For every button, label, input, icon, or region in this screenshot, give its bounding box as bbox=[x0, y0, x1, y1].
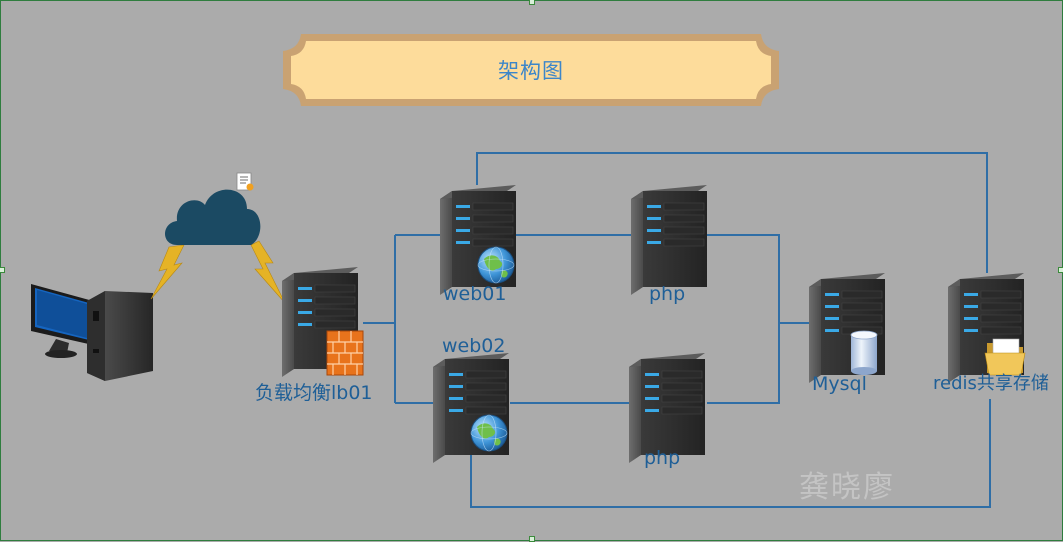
lightning-icon bbox=[150, 240, 286, 304]
selection-handle-top[interactable] bbox=[529, 0, 535, 5]
diagram-title: 架构图 bbox=[498, 59, 564, 83]
computer-icon bbox=[31, 284, 153, 381]
watermark: 龚晓廖 bbox=[799, 470, 895, 505]
label-redis: redis共享存储 bbox=[933, 373, 1049, 394]
selection-handle-left[interactable] bbox=[0, 267, 5, 273]
firewall-icon bbox=[326, 330, 364, 376]
server-icon-php-top bbox=[630, 184, 708, 296]
document-icon bbox=[236, 172, 254, 191]
connector-lines bbox=[363, 152, 991, 508]
label-php-top: php bbox=[649, 283, 686, 305]
label-load-balancer: 负载均衡lb01 bbox=[255, 382, 373, 404]
label-php-bottom: php bbox=[644, 447, 681, 469]
label-web02: web02 bbox=[442, 335, 506, 357]
label-web01: web01 bbox=[443, 283, 507, 305]
globe-icon-web02 bbox=[470, 414, 508, 452]
database-icon bbox=[850, 330, 878, 375]
folder-icon bbox=[984, 338, 1026, 376]
globe-icon-web01 bbox=[477, 246, 515, 284]
cloud-icon bbox=[165, 189, 261, 245]
title-banner bbox=[283, 34, 779, 106]
label-mysql: Mysql bbox=[812, 373, 867, 395]
selection-handle-right[interactable] bbox=[1058, 267, 1063, 273]
